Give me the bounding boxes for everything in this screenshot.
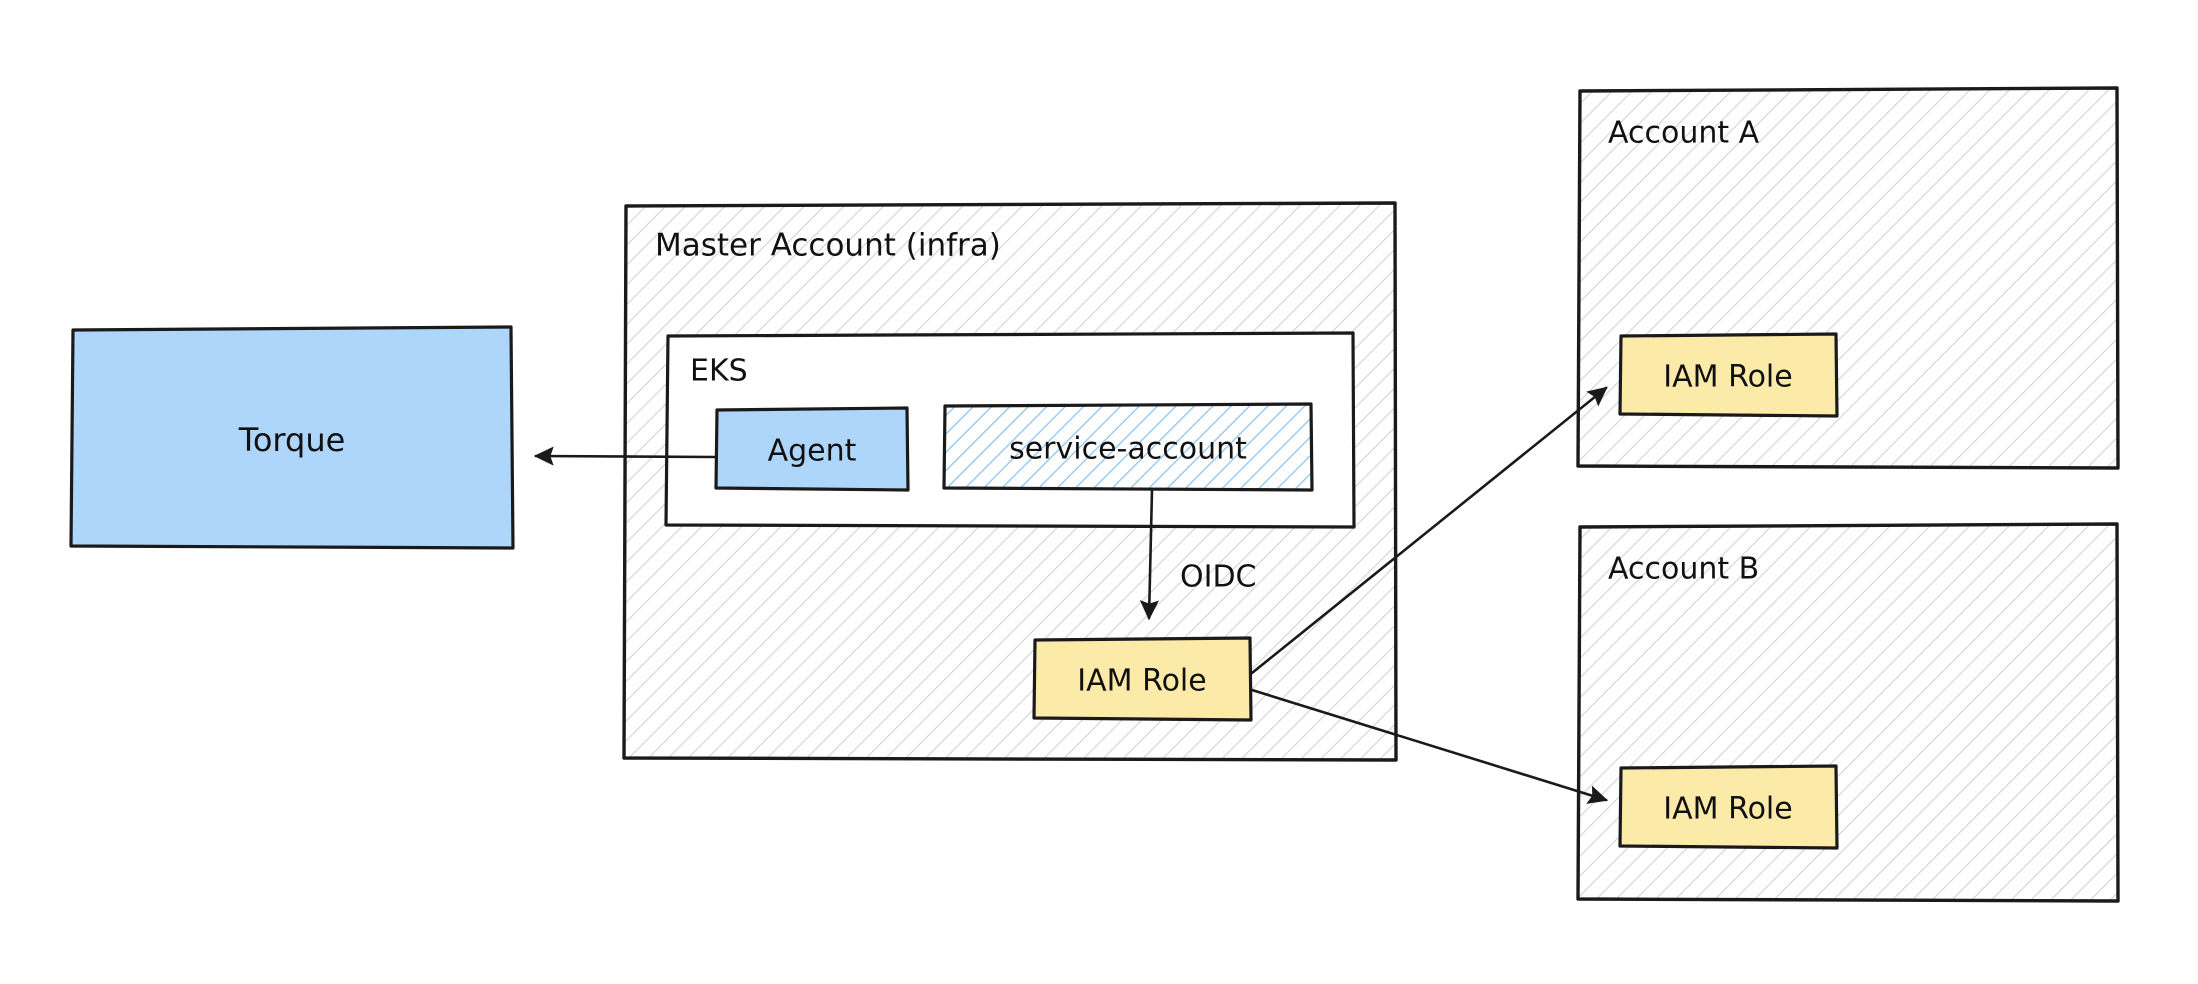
node-account-a-iam-role[interactable]: IAM Role bbox=[1618, 332, 1839, 418]
node-service-account[interactable]: service-account bbox=[942, 402, 1314, 492]
node-torque[interactable]: Torque bbox=[69, 325, 515, 550]
master-to-account-a-line[interactable] bbox=[1250, 386, 1608, 675]
edge-service-account-to-master-iam-role[interactable]: OIDC bbox=[1139, 488, 1257, 621]
account-b-iam-role-label: IAM Role bbox=[1663, 792, 1792, 827]
account-a-label: Account A bbox=[1608, 116, 1760, 151]
account-b-label: Account B bbox=[1608, 552, 1759, 587]
torque-label: Torque bbox=[238, 421, 346, 459]
master-iam-role-label: IAM Role bbox=[1077, 664, 1206, 699]
node-account-b[interactable]: Account B IAM Role bbox=[1576, 522, 2120, 903]
node-master-iam-role[interactable]: IAM Role bbox=[1032, 636, 1253, 722]
node-eks[interactable]: EKS Agent service-account bbox=[664, 331, 1356, 529]
eks-label: EKS bbox=[690, 354, 748, 389]
node-agent[interactable]: Agent bbox=[714, 406, 910, 492]
agent-label: Agent bbox=[768, 434, 857, 469]
account-a-iam-role-label: IAM Role bbox=[1663, 360, 1792, 395]
torque-box[interactable] bbox=[69, 325, 515, 550]
master-account-label: Master Account (infra) bbox=[655, 228, 1001, 264]
master-to-account-b-line[interactable] bbox=[1250, 688, 1609, 804]
node-master-account[interactable]: Master Account (infra) EKS Agent service… bbox=[622, 201, 1398, 762]
oidc-line[interactable] bbox=[1139, 488, 1159, 621]
agent-to-torque-line[interactable] bbox=[533, 446, 718, 466]
edge-master-iam-role-to-account-b[interactable] bbox=[1250, 688, 1609, 804]
master-iam-role-box[interactable] bbox=[1032, 636, 1253, 722]
node-account-b-iam-role[interactable]: IAM Role bbox=[1618, 764, 1839, 850]
account-b-iam-role-box[interactable] bbox=[1618, 764, 1839, 850]
oidc-label: OIDC bbox=[1180, 560, 1257, 595]
service-account-box[interactable] bbox=[942, 402, 1314, 492]
edge-agent-to-torque[interactable] bbox=[533, 446, 718, 466]
agent-box[interactable] bbox=[714, 406, 910, 492]
node-account-a[interactable]: Account A IAM Role bbox=[1576, 86, 2120, 470]
service-account-label: service-account bbox=[1009, 432, 1247, 467]
account-a-iam-role-box[interactable] bbox=[1618, 332, 1839, 418]
edge-master-iam-role-to-account-a[interactable] bbox=[1250, 386, 1608, 675]
